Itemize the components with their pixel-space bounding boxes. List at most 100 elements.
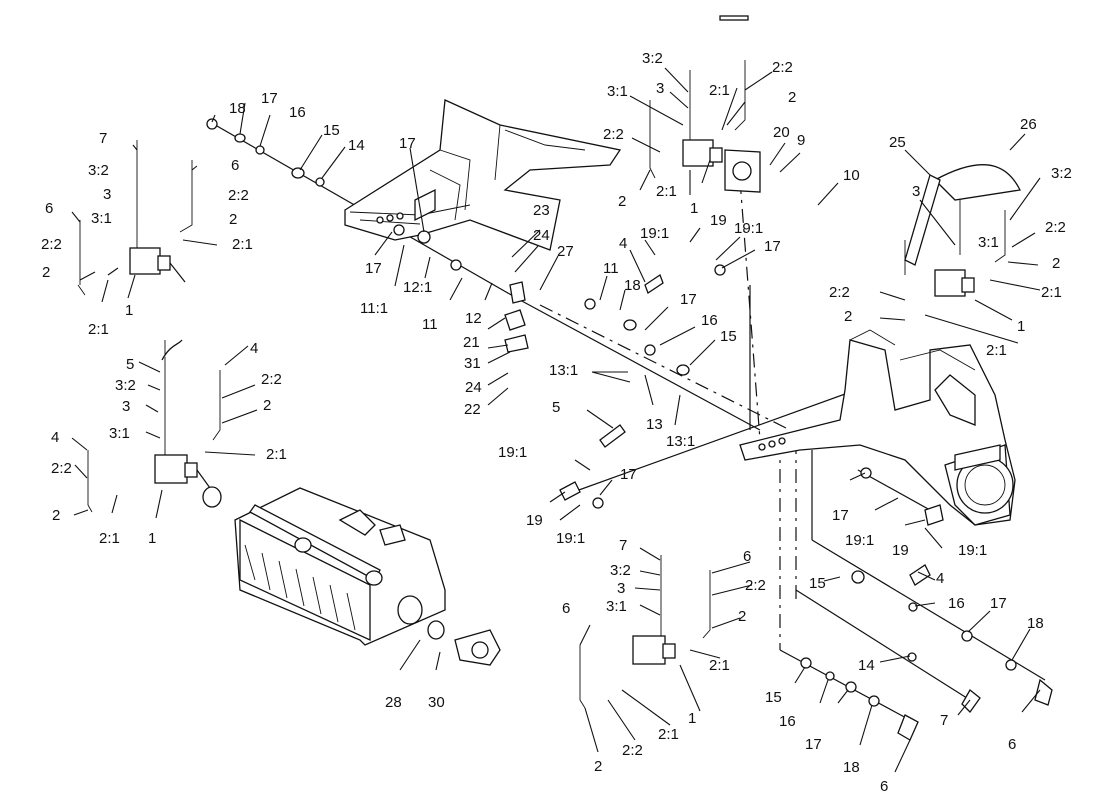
callout-label: 2:1 xyxy=(99,530,120,547)
callout-label: 17 xyxy=(399,135,416,152)
callout-label: 2 xyxy=(788,89,796,106)
callout-label: 2:2 xyxy=(622,742,643,759)
callout-label: 3:1 xyxy=(91,210,112,227)
upper-carrier-frame xyxy=(344,99,622,251)
callout-label: 31 xyxy=(464,355,481,372)
callout-label: 24 xyxy=(465,379,482,396)
callout-label: 2 xyxy=(52,507,60,524)
callout-label: 2:2 xyxy=(772,59,793,76)
callout-label: 1 xyxy=(690,200,698,217)
motor-bottom-center xyxy=(632,635,676,665)
motor-top-center xyxy=(682,139,723,167)
callout-label: 18 xyxy=(1027,615,1044,632)
callout-label: 19:1 xyxy=(640,225,669,242)
callout-label: 2:1 xyxy=(656,183,677,200)
motor-left-top xyxy=(129,247,186,283)
callout-label: 11 xyxy=(422,316,438,333)
callout-label: 4 xyxy=(250,340,258,357)
callout-label: 2:2 xyxy=(1045,219,1066,236)
callout-label: 24 xyxy=(533,227,550,244)
callout-label: 20 xyxy=(773,124,790,141)
callout-label: 2:1 xyxy=(709,657,730,674)
callout-label: 21 xyxy=(463,334,480,351)
callout-label: 2:1 xyxy=(986,342,1007,359)
callout-label: 7 xyxy=(940,712,948,729)
callout-label: 11 xyxy=(603,260,619,277)
callout-label: 19 xyxy=(710,212,727,229)
callout-label: 18 xyxy=(229,100,246,117)
callout-label: 1 xyxy=(688,710,696,727)
callout-label: 18 xyxy=(843,759,860,776)
callout-label: 27 xyxy=(557,243,574,260)
callout-label: 2:2 xyxy=(41,236,62,253)
drive-motors xyxy=(129,139,975,665)
callout-label: 2 xyxy=(42,264,50,281)
callout-label: 3:2 xyxy=(1051,165,1072,182)
callout-label: 16 xyxy=(289,104,306,121)
callout-label: 17 xyxy=(680,291,697,308)
callout-label: 3 xyxy=(656,80,664,97)
callout-label: 15 xyxy=(323,122,340,139)
callout-label: 14 xyxy=(348,137,365,154)
callout-label: 3:1 xyxy=(109,425,130,442)
motor-left-mid xyxy=(154,454,211,489)
callout-label: 2:2 xyxy=(603,126,624,143)
callout-label: 2 xyxy=(1052,255,1060,272)
callout-label: 17 xyxy=(620,466,637,483)
callout-label: 18 xyxy=(624,277,641,294)
callout-label: 2:2 xyxy=(51,460,72,477)
callout-label: 4 xyxy=(619,235,627,252)
callout-label: 6 xyxy=(743,548,751,565)
callout-label: 23 xyxy=(533,202,550,219)
leader-lines xyxy=(71,67,1041,773)
callout-label: 17 xyxy=(261,90,278,107)
center-lines xyxy=(209,121,1046,721)
callout-label: 6 xyxy=(562,600,570,617)
callout-label: 3:2 xyxy=(642,50,663,67)
callout-label: 2:1 xyxy=(266,446,287,463)
callout-label: 3:1 xyxy=(606,598,627,615)
callout-label: 13:1 xyxy=(666,433,695,450)
motor-right xyxy=(934,269,975,297)
hoses-and-fittings xyxy=(77,15,1053,741)
callout-label: 1 xyxy=(125,302,133,319)
callout-label: 4 xyxy=(936,570,944,587)
callout-label: 15 xyxy=(720,328,737,345)
callout-label: 13 xyxy=(646,416,663,433)
callout-label: 6 xyxy=(231,157,239,174)
callout-label: 12 xyxy=(465,310,482,327)
callout-label: 3 xyxy=(912,183,920,200)
callout-label: 3 xyxy=(617,580,625,597)
callout-label: 15 xyxy=(809,575,826,592)
callout-label: 2:1 xyxy=(1041,284,1062,301)
roller-unit xyxy=(234,487,446,646)
callout-label: 1 xyxy=(148,530,156,547)
callout-label: 16 xyxy=(948,595,965,612)
callout-label: 3:1 xyxy=(607,83,628,100)
callout-label: 26 xyxy=(1020,116,1037,133)
callout-label: 4 xyxy=(51,429,59,446)
callout-label: 2:1 xyxy=(658,726,679,743)
callout-label: 2 xyxy=(229,211,237,228)
callout-label: 3 xyxy=(122,398,130,415)
callout-label: 2:1 xyxy=(232,236,253,253)
callout-label: 5 xyxy=(552,399,560,416)
callout-label: 6 xyxy=(1008,736,1016,753)
callout-label: 15 xyxy=(765,689,782,706)
callout-label: 17 xyxy=(365,260,382,277)
callout-label: 2 xyxy=(844,308,852,325)
callout-label: 19:1 xyxy=(498,444,527,461)
callout-label: 9 xyxy=(797,132,805,149)
callout-label: 6 xyxy=(45,200,53,217)
callout-label: 2:1 xyxy=(88,321,109,338)
callout-label: 17 xyxy=(764,238,781,255)
callout-label: 25 xyxy=(889,134,906,151)
callout-label: 5 xyxy=(126,356,134,373)
callout-label: 2:2 xyxy=(228,187,249,204)
callout-labels: 18 17 16 15 14 17 7 6 3:2 3 3:1 2:2 2 2:… xyxy=(41,50,1072,795)
callout-label: 2 xyxy=(618,193,626,210)
callout-label: 3 xyxy=(103,186,111,203)
callout-label: 19:1 xyxy=(845,532,874,549)
callout-label: 3:2 xyxy=(115,377,136,394)
